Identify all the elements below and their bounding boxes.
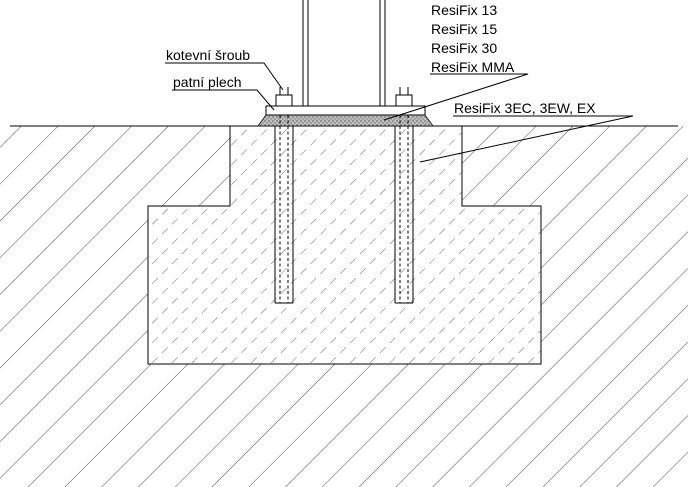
concrete-foundation (147, 125, 542, 365)
anchor-bolt-left (274, 87, 294, 304)
label-resin-mma: ResiFix MMA (431, 59, 515, 75)
label-resin-15: ResiFix 15 (431, 21, 497, 37)
base-plate (265, 105, 426, 116)
steel-column (302, 0, 386, 106)
grout-bed (257, 114, 434, 127)
label-anchor-resin: ResiFix 3EC, 3EW, EX (454, 100, 596, 116)
leader-lines (165, 62, 634, 163)
label-resin-13: ResiFix 13 (431, 2, 497, 18)
anchor-bolt-right (394, 87, 414, 304)
label-anchor-bolt: kotevní šroub (166, 47, 250, 63)
label-resin-30: ResiFix 30 (431, 40, 497, 56)
label-base-plate: patní plech (173, 74, 242, 90)
